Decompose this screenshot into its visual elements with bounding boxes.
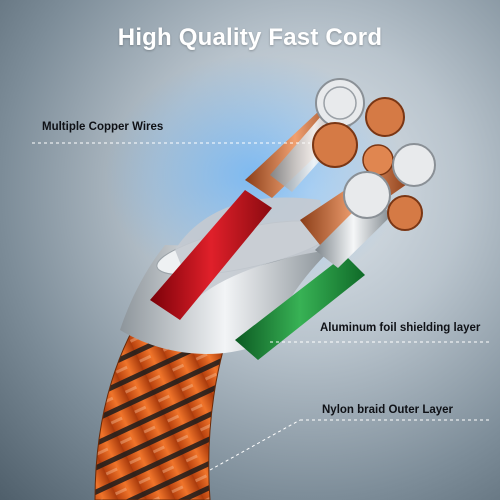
label-nylon-braid: Nylon braid Outer Layer — [322, 404, 454, 416]
label-foil-shielding: Aluminum foil shielding layer — [320, 322, 481, 334]
red-wire — [150, 190, 272, 320]
green-wire — [235, 255, 365, 360]
leader-line-braid — [209, 419, 301, 471]
label-copper-wires: Multiple Copper Wires — [42, 121, 164, 133]
conductor-ends — [312, 78, 436, 231]
page-title: High Quality Fast Cord — [117, 24, 383, 51]
